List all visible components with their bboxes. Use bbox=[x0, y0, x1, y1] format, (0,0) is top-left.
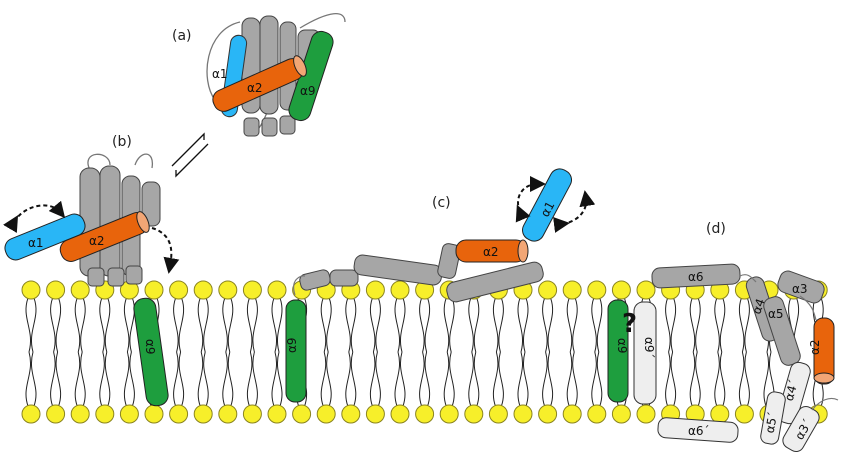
helix-d-alpha6-label: α6 bbox=[688, 270, 704, 284]
lipid-head-lower bbox=[119, 404, 139, 424]
panel-c: (c) α2 α1 bbox=[432, 168, 596, 303]
lipid-head-lower bbox=[341, 404, 361, 424]
lipid-head-lower bbox=[144, 404, 164, 424]
rotation-arrow-c1-icon bbox=[515, 176, 546, 223]
lipid-head-lower bbox=[538, 404, 558, 424]
helix-a-alpha9-label: α9 bbox=[300, 84, 316, 98]
lipid-head-lower bbox=[488, 404, 508, 424]
lipid-head-upper bbox=[218, 280, 238, 300]
helix-a-alpha2: α2 bbox=[212, 55, 307, 112]
lipid-head-lower bbox=[365, 404, 385, 424]
lipid-head-lower bbox=[70, 404, 90, 424]
lipid-head-lower bbox=[513, 404, 533, 424]
lipid-head-lower bbox=[415, 404, 435, 424]
lipid-head-lower bbox=[46, 404, 66, 424]
lipid-head-lower bbox=[464, 404, 484, 424]
lipid-head-upper bbox=[267, 280, 287, 300]
panel-b-label: (b) bbox=[112, 134, 132, 150]
lipid-head-lower bbox=[587, 404, 607, 424]
helix-d-alpha3: α3 bbox=[777, 270, 825, 304]
helix-d-alpha4-prime-label: α4´ bbox=[782, 378, 801, 403]
lipid-head-lower bbox=[636, 404, 656, 424]
lipid-head-upper bbox=[390, 280, 410, 300]
lipid-head-upper bbox=[538, 280, 558, 300]
helix-c-alpha1: α1 bbox=[522, 168, 572, 242]
helix-d-alpha3-label: α3 bbox=[792, 282, 808, 296]
helix-d-alpha5-prime-label: α5´ bbox=[763, 411, 781, 435]
lipid-head-upper bbox=[169, 280, 189, 300]
grey-helices-surface bbox=[299, 254, 443, 291]
helix-a-alpha2-label: α2 bbox=[247, 81, 263, 95]
lipid-head-lower bbox=[710, 404, 730, 424]
helix-d-alpha5-prime: α5´ bbox=[760, 391, 786, 445]
lipid-head-lower bbox=[316, 404, 336, 424]
loop-lines-b bbox=[87, 153, 153, 171]
helix-d-alpha4-label: α4 bbox=[749, 297, 767, 316]
lipid-head-upper bbox=[587, 280, 607, 300]
panel-b: (b) α1 α2 α9 bbox=[3, 134, 180, 407]
helix-b-alpha9-label: α9 bbox=[143, 339, 157, 355]
lipid-head-lower bbox=[292, 404, 312, 424]
equilibrium-arrows-icon bbox=[171, 132, 209, 178]
lipid-head-upper bbox=[70, 280, 90, 300]
lipid-head-upper bbox=[193, 280, 213, 300]
helix-d-alpha2-label: α2 bbox=[808, 339, 822, 355]
lipid-head-upper bbox=[242, 280, 262, 300]
panel-a: (a) α1 α9 α2 bbox=[172, 13, 346, 137]
helix-d-alpha5-label: α5 bbox=[768, 307, 784, 321]
lipid-head-lower bbox=[390, 404, 410, 424]
helix-d-alpha6: α6 bbox=[651, 263, 741, 289]
lipid-head-lower bbox=[267, 404, 287, 424]
lipid-head-lower bbox=[218, 404, 238, 424]
helix-d-alpha4-prime: α4´ bbox=[777, 361, 811, 425]
lipid-head-upper bbox=[144, 280, 164, 300]
helix-d-alpha9-prime: α9´ bbox=[633, 301, 657, 405]
lipid-head-upper bbox=[636, 280, 656, 300]
grey-helices-c bbox=[437, 243, 544, 303]
helix-d-alpha9: α9 bbox=[607, 299, 629, 403]
lipid-head-upper bbox=[611, 280, 631, 300]
helix-a-alpha1-label: α1 bbox=[212, 67, 228, 81]
helix-b-alpha9: α9 bbox=[133, 297, 169, 407]
question-mark: ? bbox=[622, 309, 637, 339]
helix-b-alpha1-label: α1 bbox=[28, 236, 44, 250]
helix-c-alpha2: α2 bbox=[455, 239, 529, 263]
helix-d-alpha2: α2 bbox=[808, 317, 835, 385]
lipid-head-lower bbox=[95, 404, 115, 424]
lipid-head-upper bbox=[365, 280, 385, 300]
helix-d-alpha6-prime: α6´ bbox=[657, 417, 739, 443]
panel-d: (d) α6 α3 α4 α5 α2 α9 bbox=[607, 221, 839, 452]
lipid-head-lower bbox=[169, 404, 189, 424]
lipid-head-upper bbox=[46, 280, 66, 300]
helix-d-alpha9-prime-label: α9´ bbox=[642, 337, 656, 359]
lipid-head-lower bbox=[21, 404, 41, 424]
lipid-head-lower bbox=[562, 404, 582, 424]
rotation-arrow-c2-icon bbox=[553, 190, 596, 233]
helix-d-alpha6-prime-label: α6´ bbox=[688, 424, 710, 438]
panel-d-label: (d) bbox=[706, 221, 726, 237]
middle-state: α9 bbox=[285, 254, 443, 403]
lipid-head-lower bbox=[193, 404, 213, 424]
rotation-arrow-icon bbox=[3, 200, 66, 233]
insertion-arrow-icon bbox=[151, 227, 180, 274]
panel-a-label: (a) bbox=[172, 28, 192, 44]
helix-c-alpha2-label: α2 bbox=[483, 245, 499, 259]
lipid-head-upper bbox=[562, 280, 582, 300]
lipid-head-lower bbox=[734, 404, 754, 424]
lipid-head-lower bbox=[611, 404, 631, 424]
lipid-head-upper bbox=[21, 280, 41, 300]
helix-b-alpha2: α2 bbox=[59, 211, 150, 262]
helix-d-alpha9-label: α9 bbox=[615, 338, 629, 354]
loop-lines-d bbox=[739, 274, 839, 411]
helix-mid-alpha9-label: α9 bbox=[285, 337, 299, 353]
helix-mid-alpha9: α9 bbox=[285, 299, 307, 403]
helix-b-alpha2-label: α2 bbox=[89, 234, 105, 248]
lipid-head-lower bbox=[439, 404, 459, 424]
panel-c-label: (c) bbox=[432, 195, 451, 211]
lipid-head-lower bbox=[242, 404, 262, 424]
